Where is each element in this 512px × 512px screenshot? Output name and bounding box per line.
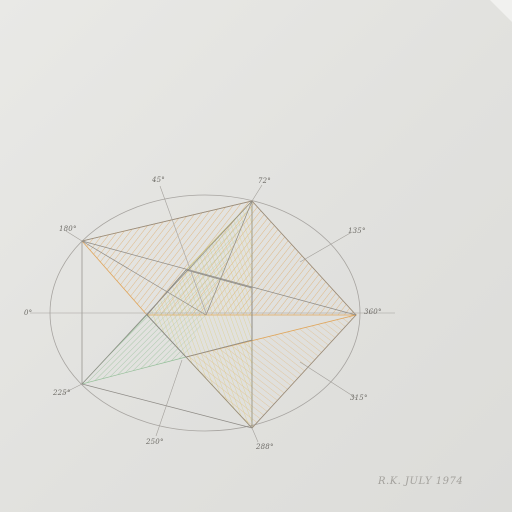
angle-label-225: 225° bbox=[53, 389, 71, 397]
radial-guides bbox=[30, 184, 395, 443]
angle-label-180: 180° bbox=[59, 225, 77, 233]
angle-label-135: 135° bbox=[348, 227, 366, 235]
angle-label-0: 0° bbox=[24, 309, 33, 317]
angle-label-315: 315° bbox=[350, 394, 368, 402]
paper-corner bbox=[490, 0, 512, 22]
artist-signature: R.K. JULY 1974 bbox=[378, 476, 464, 487]
angle-label-45: 45° bbox=[152, 176, 166, 184]
angle-label-72: 72° bbox=[258, 177, 272, 185]
structural-lines bbox=[81, 200, 357, 429]
angle-label-288: 288° bbox=[256, 443, 274, 451]
green-hatched-band bbox=[147, 201, 252, 357]
angle-label-250: 250° bbox=[146, 438, 164, 446]
angle-label-360: 360° bbox=[364, 308, 382, 316]
